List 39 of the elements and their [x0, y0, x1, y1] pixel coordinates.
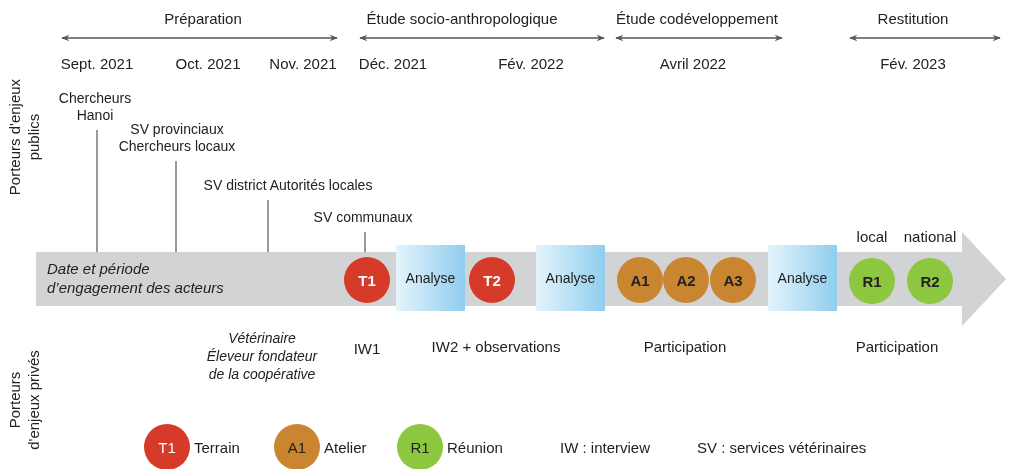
date-label: Nov. 2021	[269, 54, 337, 74]
analysis-box: Analyse	[536, 245, 605, 311]
phase-title: Étude codéveloppement	[616, 9, 778, 29]
interview-label: IW2 + observations	[431, 337, 561, 357]
phase-note: Participation	[855, 337, 939, 357]
abbreviation-note: SV : services vétérinaires	[697, 438, 867, 458]
legend-code: A1	[287, 438, 307, 456]
phase-title: Préparation	[164, 9, 242, 29]
leader-line	[96, 129, 98, 253]
row-label: Porteurs d'enjeux privés	[5, 349, 43, 452]
phase-note: Participation	[643, 337, 727, 357]
date-label: Sept. 2021	[60, 54, 134, 74]
date-label: Oct. 2021	[175, 54, 241, 74]
row-label: Porteurs d'enjeux publics	[5, 77, 43, 198]
legend-code: T1	[158, 438, 176, 456]
analysis-box: Analyse	[768, 245, 837, 311]
timeline-caption: Date et période d’engagement des acteurs	[47, 259, 225, 297]
actor-label: Chercheurs Hanoi	[52, 90, 138, 124]
scale-label: national	[902, 227, 958, 247]
actor-label: SV provinciaux Chercheurs locaux	[112, 121, 242, 155]
legend-label: Atelier	[324, 438, 367, 458]
abbreviation-note: IW : interview	[560, 438, 650, 458]
interview-label: IW1	[353, 339, 381, 359]
date-label: Fév. 2023	[880, 54, 946, 74]
leader-line	[175, 160, 177, 253]
actor-label: SV district Autorités locales	[188, 177, 388, 194]
date-label: Avril 2022	[659, 54, 727, 74]
analysis-box: Analyse	[396, 245, 465, 311]
date-label: Déc. 2021	[358, 54, 428, 74]
leader-line	[267, 199, 269, 253]
actor-label: Vétérinaire Éleveur fondateur de la coopérative	[205, 329, 319, 383]
date-label: Fév. 2022	[498, 54, 564, 74]
legend-label: Réunion	[447, 438, 503, 458]
phase-title: Étude socio-anthropologique	[366, 9, 558, 29]
legend-code: R1	[410, 438, 430, 456]
legend-label: Terrain	[194, 438, 240, 458]
timeline-arrow	[36, 232, 1008, 326]
phase-title: Restitution	[877, 9, 949, 29]
actor-label: SV communaux	[298, 209, 428, 226]
